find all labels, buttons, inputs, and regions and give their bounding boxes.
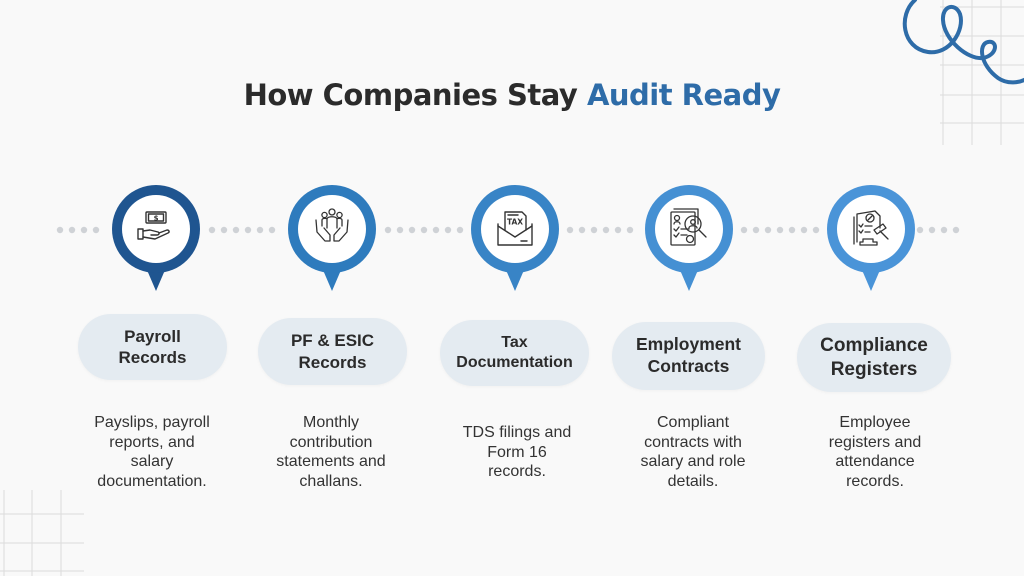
step-4-description: Compliant contracts with salary and role… xyxy=(640,414,746,490)
contract-search-icon xyxy=(670,208,707,246)
title-prefix: How Companies Stay xyxy=(243,78,587,112)
svg-text:TAX: TAX xyxy=(507,218,523,227)
page-title: How Companies Stay Audit Ready xyxy=(0,78,1024,112)
step-2-pin xyxy=(288,185,376,291)
step-5-description: Employee registers and attendance record… xyxy=(828,414,922,490)
step-2-description: Monthly contribution statements and chal… xyxy=(276,414,386,490)
money-hand-icon: $ xyxy=(137,211,170,240)
step-5-pin xyxy=(827,185,915,291)
swirl-decoration xyxy=(902,0,1024,85)
step-1-pin: $ xyxy=(112,185,200,291)
grid-decoration-bottom-left xyxy=(0,490,84,576)
legal-register-icon xyxy=(853,210,889,246)
people-hands-icon xyxy=(315,208,349,242)
title-accent: Audit Ready xyxy=(586,78,781,112)
svg-text:$: $ xyxy=(154,215,159,223)
step-1-description: Payslips, payroll reports, and salary do… xyxy=(94,414,210,490)
tax-envelope-icon: TAX xyxy=(497,211,533,246)
step-4-pin xyxy=(645,185,733,291)
step-3-description: TDS filings and Form 16 records. xyxy=(462,424,572,480)
step-3-pin: TAX xyxy=(471,185,559,291)
